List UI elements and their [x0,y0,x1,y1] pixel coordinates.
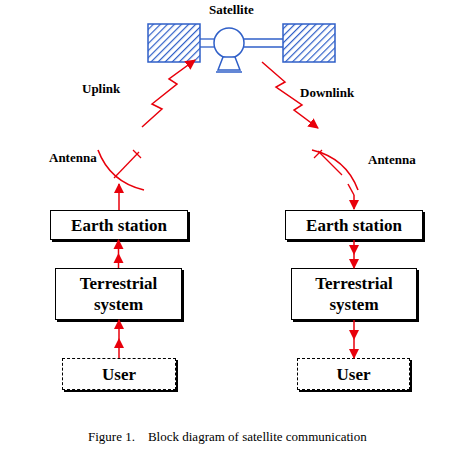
flow-arrow [353,240,355,268]
process-box: Terrestrial system [291,268,417,320]
process-box: Earth station [50,210,188,240]
process-box: Terrestrial system [55,268,182,320]
solar-panel [148,24,200,62]
flow-arrow [118,240,120,268]
antenna-dish [312,150,358,190]
box-text: User [102,364,136,385]
feed-line [348,184,354,195]
antenna-dish [98,150,144,190]
flow-arrow [118,320,120,358]
feed-line [118,184,120,210]
part-label: Uplink [82,81,120,97]
box-text: Earth station [71,215,167,236]
box-text: Earth station [306,215,402,236]
box-text: User [337,364,371,385]
feed-line [353,195,355,209]
flow-arrow [353,320,355,358]
satellite-dish [218,57,240,70]
part-label: Antenna [368,152,416,168]
solar-panel [283,24,335,62]
part-label: Satellite [209,2,254,18]
user-box: User [297,358,410,390]
box-text: Terrestrial system [56,273,181,315]
uplink-beam [142,60,195,127]
part-label: Downlink [300,85,354,101]
process-box: Earth station [285,210,423,240]
satellite-body [214,28,244,58]
figure-caption: Figure 1. Block diagram of satellite com… [88,429,367,445]
user-box: User [62,358,176,390]
part-label: Antenna [49,150,97,166]
box-text: Terrestrial system [292,273,416,315]
